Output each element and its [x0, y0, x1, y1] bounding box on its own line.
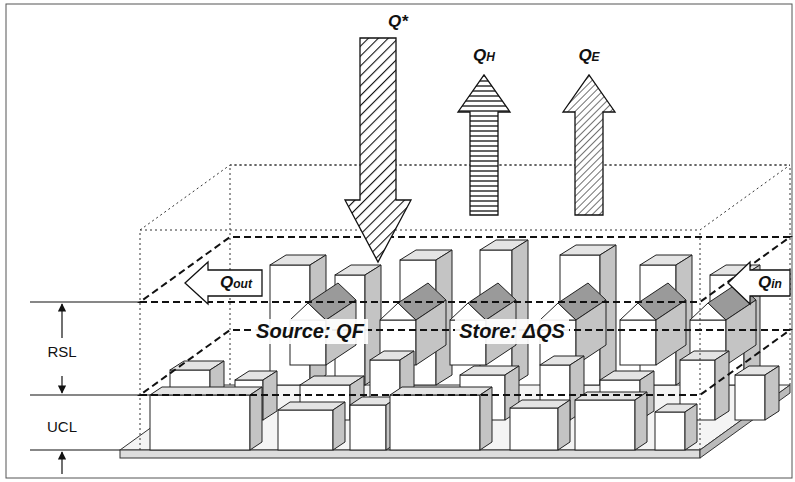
- flux-symbol: Qin: [758, 273, 782, 293]
- layer-label: RSL: [46, 343, 77, 360]
- building: [350, 405, 386, 450]
- building: [150, 395, 250, 450]
- process-label: Store: ΔQS: [455, 319, 569, 344]
- building: [635, 392, 647, 450]
- building: [735, 375, 765, 420]
- dimension-arrow: [61, 304, 62, 338]
- net-radiation-arrow: [345, 38, 411, 262]
- building: [480, 387, 492, 450]
- level-line: [30, 301, 140, 302]
- building: [390, 395, 480, 450]
- building: [765, 366, 779, 420]
- flux-symbol: Qout: [220, 273, 252, 293]
- process-label: Source: QF: [252, 319, 368, 344]
- building: [333, 402, 345, 450]
- level-line: [30, 449, 120, 450]
- house: [726, 300, 756, 365]
- frame: [6, 4, 792, 478]
- layer-label: UCL: [46, 418, 78, 435]
- advection-in-arrow: [728, 262, 790, 304]
- building: [685, 404, 697, 450]
- building: [278, 410, 333, 450]
- volume-edge: [140, 230, 141, 450]
- advection-out-arrow: [185, 262, 262, 304]
- latent-heat-arrow: [563, 75, 615, 215]
- building: [390, 387, 492, 395]
- flux-symbol: QH: [473, 46, 495, 66]
- house: [576, 300, 606, 365]
- sensible-heat-arrow: [458, 75, 510, 215]
- building: [150, 387, 262, 395]
- building: [250, 387, 262, 450]
- flux-symbol: Q*: [388, 12, 408, 32]
- house: [656, 300, 686, 365]
- dimension-arrow: [61, 376, 62, 393]
- house: [620, 320, 656, 365]
- building: [655, 412, 685, 450]
- building: [715, 351, 729, 420]
- volume-edge: [140, 165, 790, 230]
- flux-symbol: QE: [578, 46, 599, 66]
- building: [575, 400, 635, 450]
- volume-edge: [700, 230, 701, 450]
- dimension-arrow: [61, 452, 62, 474]
- building: [558, 400, 570, 450]
- ground-plate: [120, 450, 700, 458]
- building: [510, 408, 558, 450]
- house: [416, 300, 446, 365]
- level-line: [30, 394, 150, 395]
